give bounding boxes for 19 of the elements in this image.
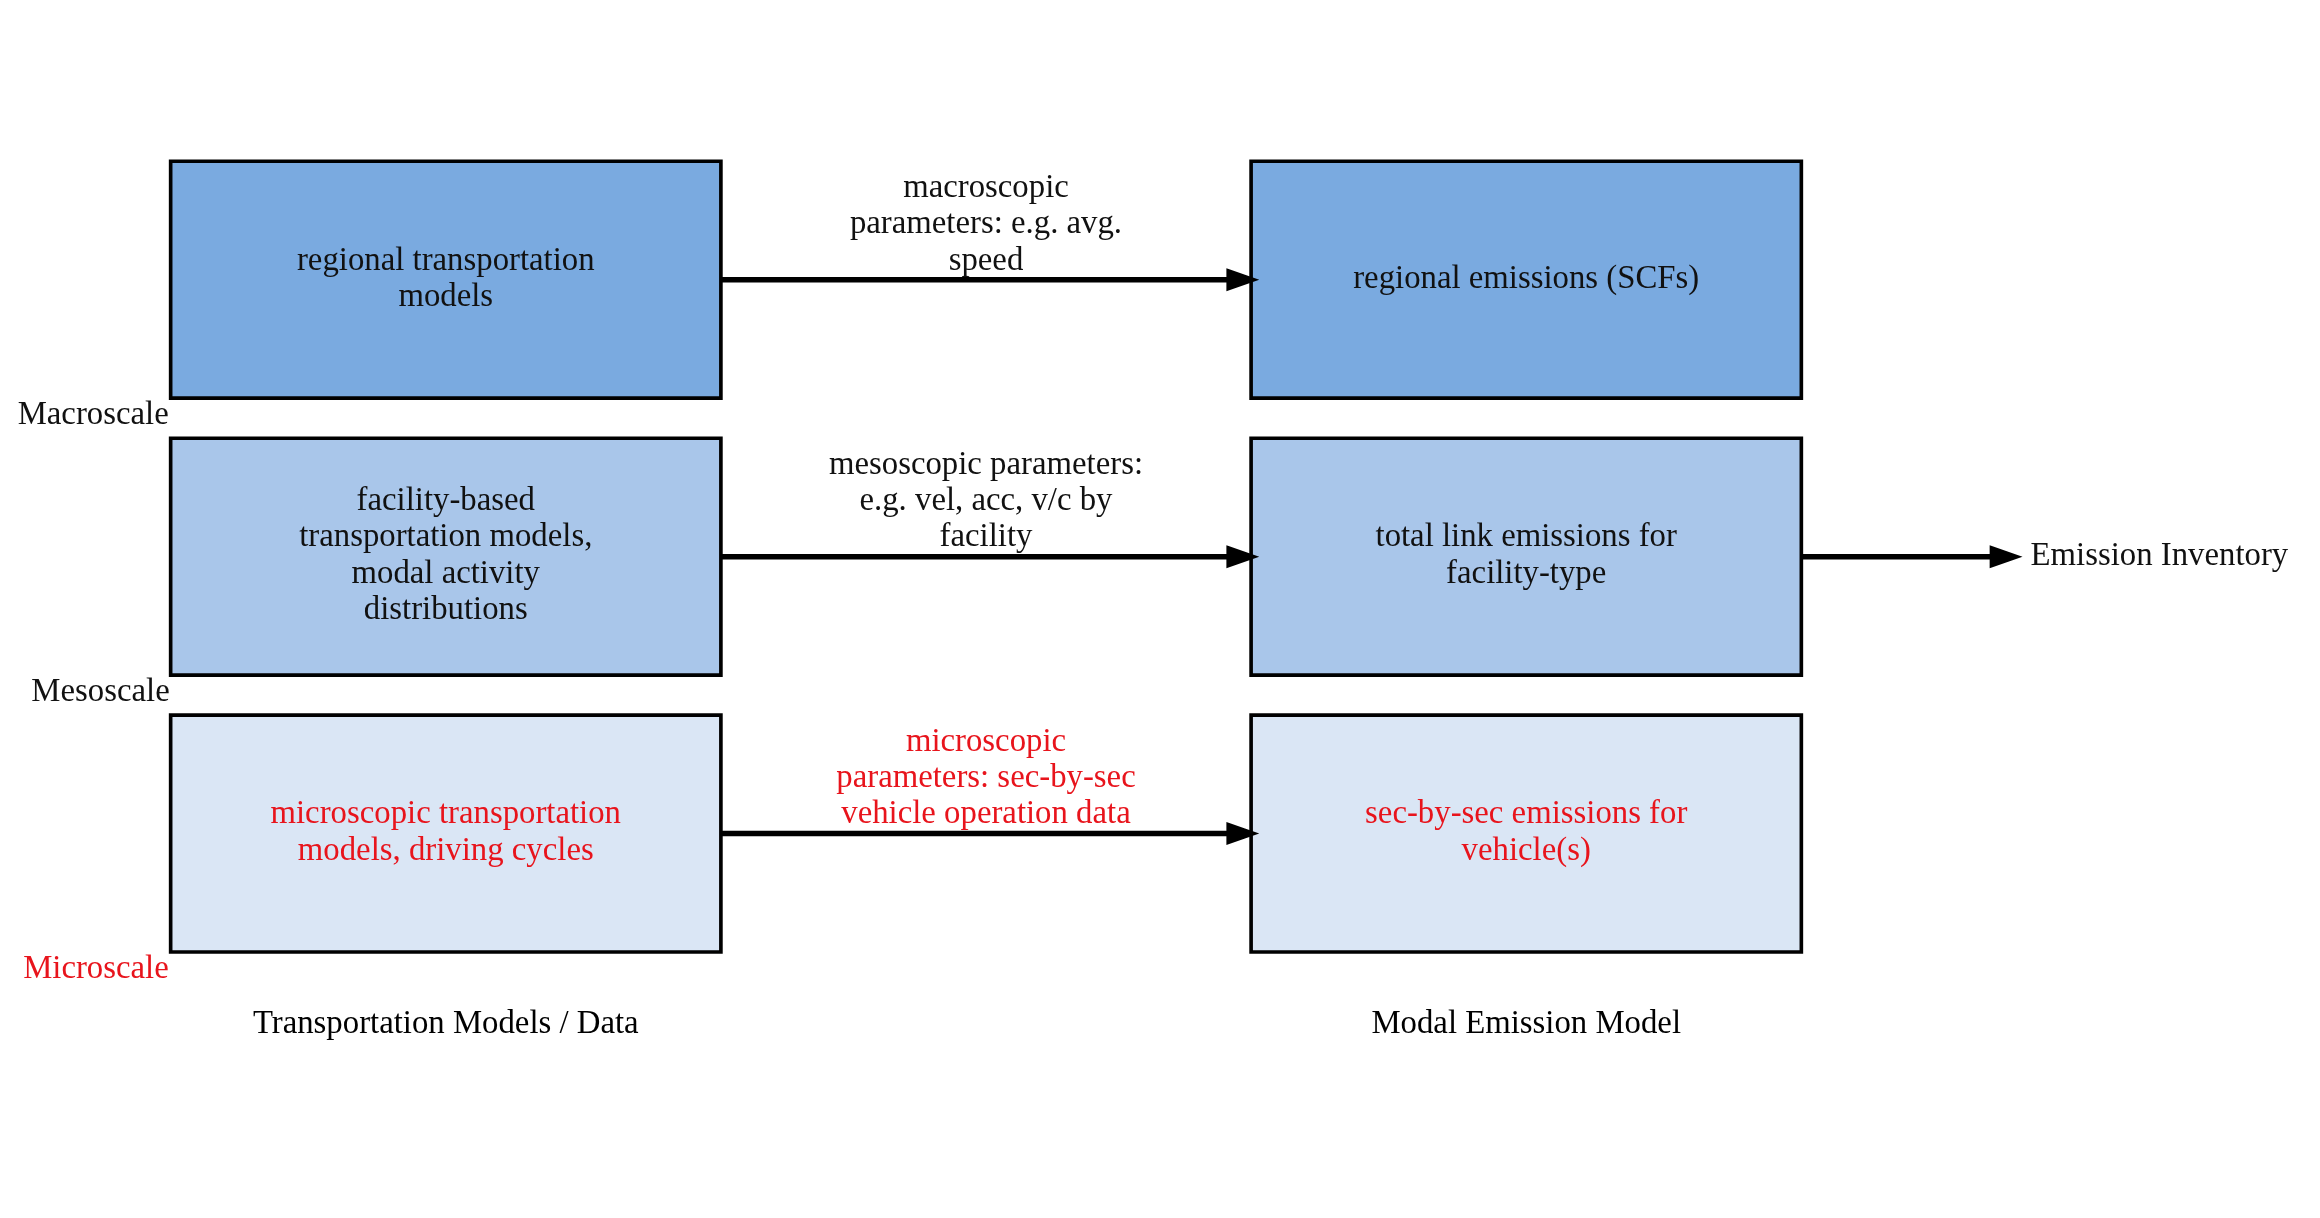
arrow bbox=[721, 821, 1260, 845]
node-box: total link emissions for facility-type bbox=[1249, 435, 1804, 677]
label: Transportation Models / Data bbox=[252, 1003, 639, 1040]
arrow bbox=[721, 544, 1260, 568]
node-box: microscopic transportation models, driving cycles bbox=[168, 712, 723, 954]
node-box: facility-based transportation models, modal activity distributions bbox=[168, 435, 723, 677]
node-box: regional emissions (SCFs) bbox=[1249, 158, 1804, 400]
node-label: Microscale bbox=[23, 948, 169, 985]
edge-label: mesoscopic parameters: e.g. vel, acc, v/c by facility bbox=[828, 444, 1144, 553]
node-box: sec-by-sec emissions for vehicle(s) bbox=[1249, 712, 1804, 954]
label: Modal Emission Model bbox=[1371, 1003, 1682, 1040]
node-box: regional transportation models bbox=[168, 158, 723, 400]
edge-label: microscopic parameters: sec-by-sec vehicle operation data bbox=[836, 721, 1136, 830]
edge-label: macroscopic parameters: e.g. avg. speed bbox=[849, 167, 1123, 277]
arrow bbox=[721, 267, 1260, 291]
node-label: Macroscale bbox=[17, 394, 169, 431]
arrow bbox=[1801, 544, 2023, 568]
node-text: Emission Inventory bbox=[2030, 535, 2289, 572]
node-label: Mesoscale bbox=[31, 671, 170, 708]
